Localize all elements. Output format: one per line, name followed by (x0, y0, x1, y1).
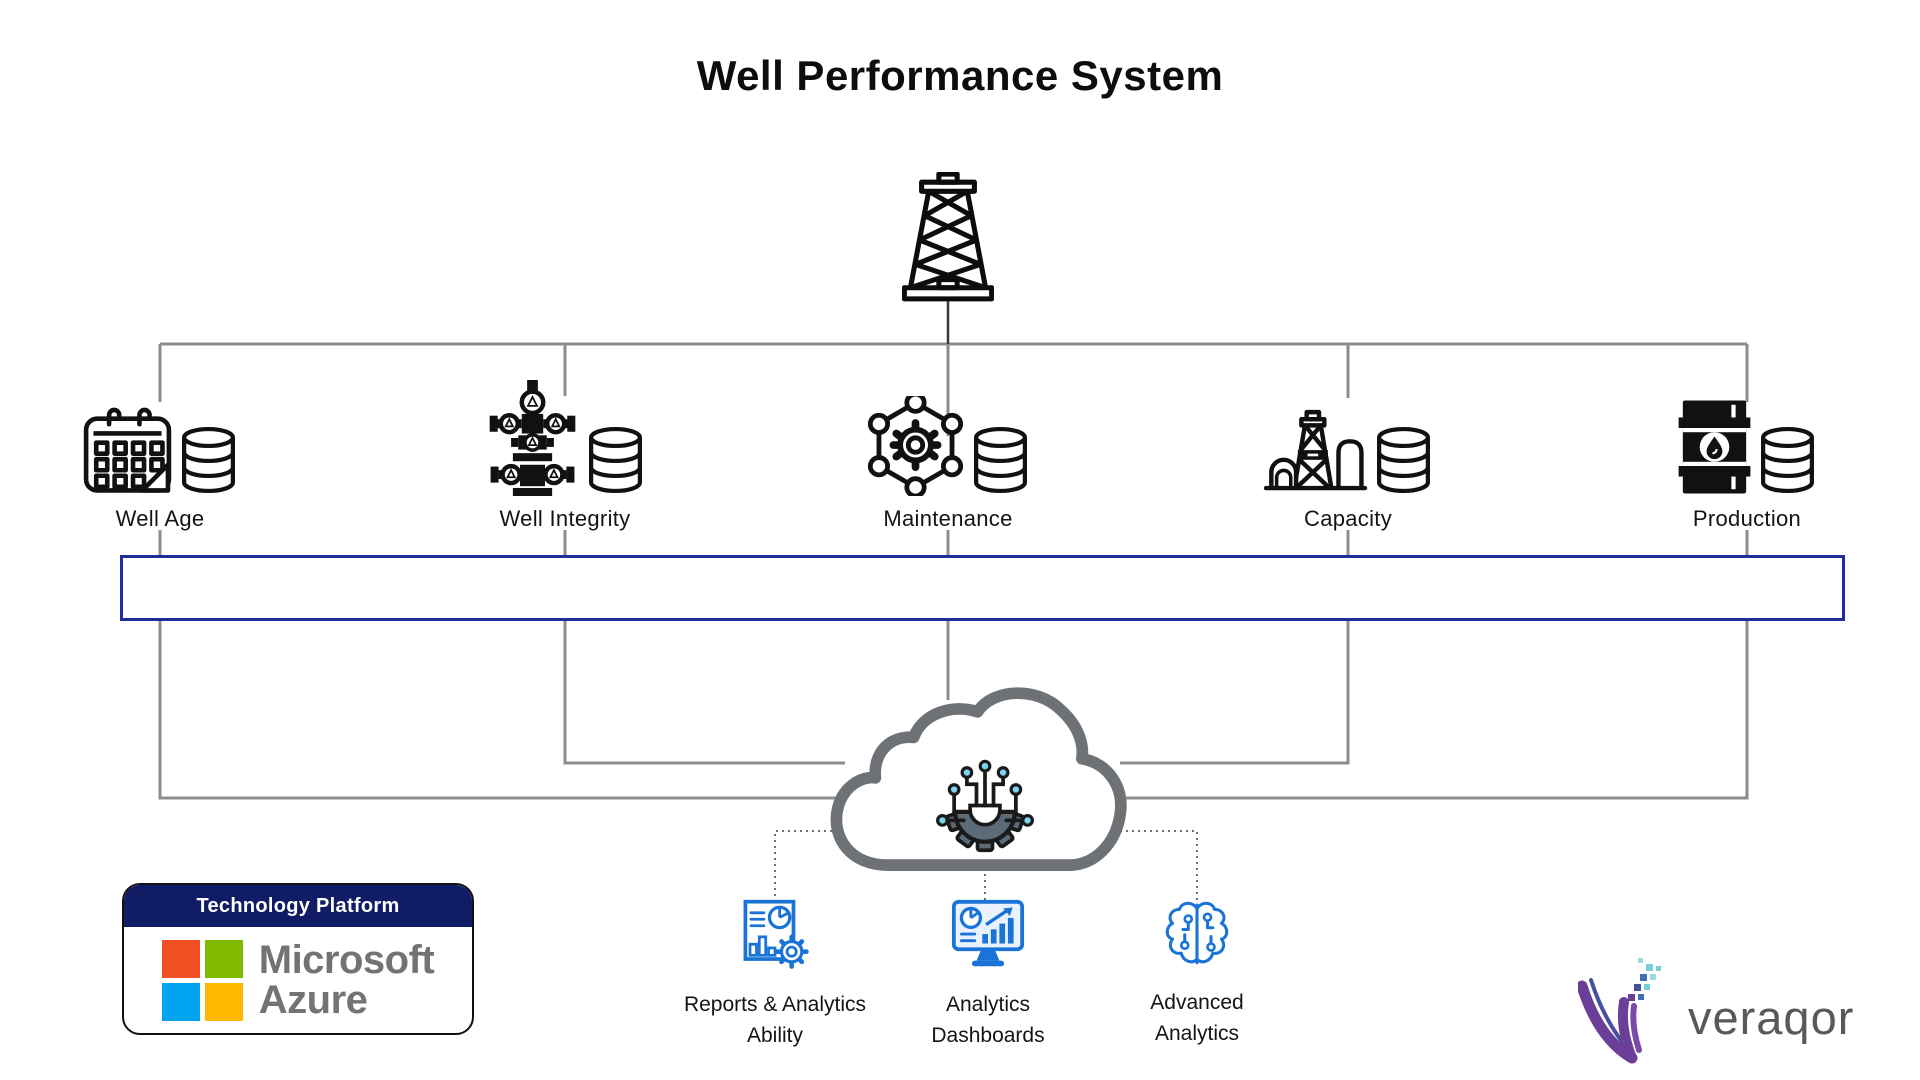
cloud-ai-gear-icon (830, 687, 1127, 871)
brain-circuit-icon (1165, 901, 1229, 965)
output-reports-analytics: Reports & Analytics Ability (655, 898, 895, 1051)
branch-maintenance: Maintenance (818, 392, 1078, 532)
veraqor-wordmark: veraqor (1688, 991, 1855, 1044)
analytics-dashboard-icon (951, 899, 1025, 967)
wellhead-icon (489, 380, 576, 496)
output-label: Reports & Analytics Ability (683, 993, 867, 1047)
branch-label: Well Integrity (499, 506, 631, 531)
database-icon (1377, 426, 1430, 494)
branch-well-age: Well Age (30, 392, 290, 532)
output-advanced-analytics: Advanced Analytics (1077, 896, 1317, 1049)
database-icon (1761, 426, 1814, 494)
database-icon (589, 426, 642, 494)
branch-label: Capacity (1304, 506, 1392, 531)
output-label: Advanced Analytics (1150, 991, 1244, 1045)
output-analytics-dashboards: Analytics Dashboards (868, 898, 1108, 1051)
page-title: Well Performance System (696, 52, 1224, 99)
branch-production: Production (1617, 392, 1877, 532)
branch-well-integrity: Well Integrity (435, 380, 695, 532)
oil-barrel-icon (1678, 400, 1751, 494)
database-icon (974, 426, 1027, 494)
branch-label: Maintenance (883, 506, 1013, 531)
report-analytics-icon (743, 899, 809, 969)
branch-capacity: Capacity (1218, 392, 1478, 532)
veraqor-pixel-dots (1628, 958, 1661, 1001)
microsoft-logo (161, 939, 243, 1021)
branch-label: Well Age (115, 506, 205, 531)
badge-header: Technology Platform (124, 885, 472, 927)
output-label: Analytics Dashboards (931, 993, 1045, 1047)
technology-platform-badge: Technology Platform Microsoft Azure (122, 883, 474, 1035)
veraqor-v-mark (1578, 958, 1661, 1064)
integration-band (120, 555, 1845, 621)
gear-network-icon (867, 396, 964, 496)
brand-text: Microsoft Azure (258, 938, 435, 1022)
database-icon (182, 426, 235, 494)
branch-label: Production (1692, 506, 1802, 531)
ai-gear-icon (936, 759, 1034, 853)
oil-derrick-icon (902, 172, 994, 302)
refinery-icon (1263, 409, 1368, 491)
calendar-icon (83, 407, 172, 493)
